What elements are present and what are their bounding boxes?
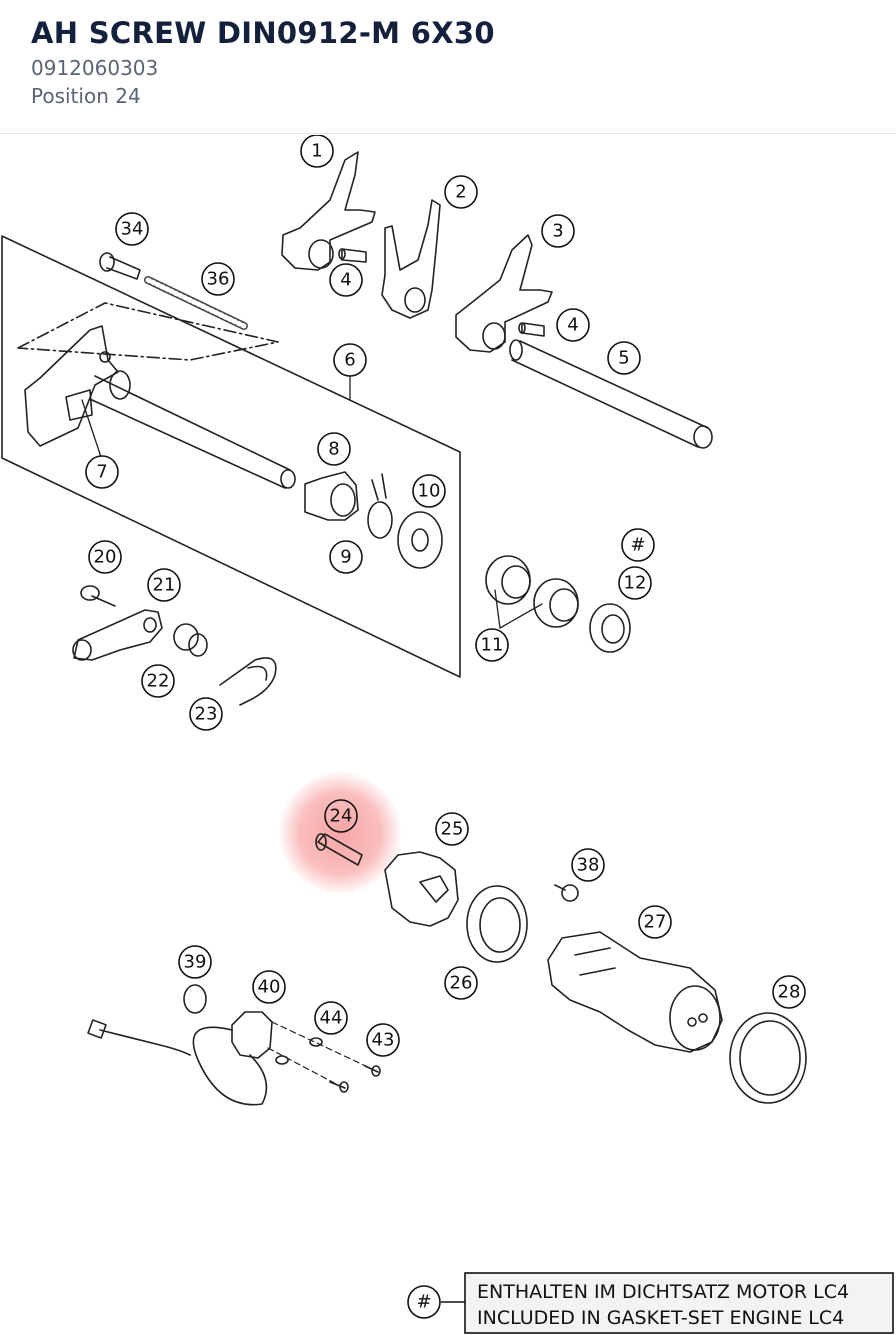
callout-label[interactable]: 39 — [184, 952, 207, 973]
part-25-shift-drum-locator — [384, 851, 459, 927]
part-20-pin — [80, 585, 116, 607]
part-6-shift-shaft — [91, 370, 296, 489]
callout-label[interactable]: 40 — [258, 977, 281, 998]
callout-label[interactable]: 7 — [96, 462, 107, 483]
part-position: Position 24 — [31, 84, 141, 108]
selected-part-highlight — [278, 771, 402, 895]
callouts — [85, 135, 806, 1057]
callout-label[interactable]: 22 — [147, 671, 170, 692]
callout-label[interactable]: 1 — [311, 141, 322, 162]
callout-label[interactable]: 3 — [552, 221, 563, 242]
callout-label[interactable]: 21 — [153, 575, 176, 596]
part-5-fork-rod — [509, 339, 713, 449]
part-44-washer — [309, 1037, 323, 1047]
part-9-spring-clip — [367, 473, 393, 539]
callout-label[interactable]: # — [630, 535, 645, 556]
part-24-screw — [315, 833, 363, 866]
part-23-torsion-spring — [219, 657, 277, 706]
callout-label[interactable]: 9 — [340, 547, 351, 568]
callout-label[interactable]: 12 — [624, 573, 647, 594]
part-43-screw — [275, 1055, 381, 1093]
callout-label[interactable]: 8 — [328, 439, 339, 460]
part-26-bearing — [466, 885, 528, 963]
callout-label[interactable]: 2 — [455, 182, 466, 203]
exploded-parts-diagram: 1 2 3 4 4 5 6 7 8 9 10 # 11 12 20 21 22 … — [1, 135, 894, 1334]
part-11-needle-bearing-a — [485, 555, 531, 605]
part-39-o-ring — [183, 984, 207, 1014]
part-7-selector-plate — [24, 325, 119, 447]
callout-label[interactable]: 27 — [644, 912, 667, 933]
legend-marker: # — [416, 1292, 431, 1313]
part-22-sleeve — [173, 623, 208, 657]
legend-line-de: ENTHALTEN IM DICHTSATZ MOTOR LC4 — [477, 1281, 849, 1303]
part-1-shift-fork — [281, 151, 376, 271]
part-34-bolt — [99, 252, 141, 280]
callout-label[interactable]: 6 — [344, 350, 355, 371]
callout-label[interactable]: 28 — [778, 982, 801, 1003]
callout-label[interactable]: 5 — [618, 348, 629, 369]
part-28-ring — [729, 1012, 807, 1104]
callout-label[interactable]: 20 — [94, 547, 117, 568]
callout-label[interactable]: 38 — [577, 855, 600, 876]
part-header: AH SCREW DIN0912-M 6X30 0912060303 Posit… — [0, 0, 896, 134]
callout-leader-lines — [81, 373, 543, 629]
callout-label[interactable]: 36 — [207, 269, 230, 290]
legend-line-en: INCLUDED IN GASKET-SET ENGINE LC4 — [477, 1307, 844, 1329]
callout-label[interactable]: 25 — [441, 819, 464, 840]
callout-label[interactable]: 43 — [372, 1030, 395, 1051]
part-36-spring — [144, 276, 248, 330]
part-4-pin-b — [518, 322, 545, 337]
callout-label[interactable]: 44 — [320, 1008, 343, 1029]
part-11-needle-bearing-b — [533, 578, 579, 628]
callout-label[interactable]: 10 — [418, 481, 441, 502]
part-8-bushing — [304, 471, 359, 521]
callout-label[interactable]: 34 — [121, 219, 144, 240]
part-40-gear-sensor — [87, 1011, 273, 1106]
part-2-shift-fork — [381, 199, 441, 319]
part-21-lever — [72, 609, 163, 661]
gasket-set-legend: # ENTHALTEN IM DICHTSATZ MOTOR LC4 INCLU… — [407, 1272, 894, 1334]
callout-label[interactable]: 4 — [340, 270, 351, 291]
callout-label-selected[interactable]: 24 — [330, 806, 353, 827]
callout-label[interactable]: 23 — [195, 704, 218, 725]
part-4-pin-a — [338, 248, 367, 263]
part-number: 0912060303 — [31, 56, 159, 80]
shift-shaft-group-frame — [1, 235, 461, 678]
callout-label[interactable]: 4 — [567, 315, 578, 336]
part-3-shift-fork — [455, 234, 553, 353]
part-27-shift-drum — [547, 931, 723, 1053]
part-38-screw — [554, 884, 579, 902]
dashed-inset-frame — [17, 302, 279, 361]
part-title: AH SCREW DIN0912-M 6X30 — [31, 16, 495, 50]
part-10-washer — [397, 511, 443, 569]
callout-label[interactable]: 26 — [450, 973, 473, 994]
mounting-dashlines — [267, 1021, 371, 1087]
part-12-seal — [589, 603, 631, 653]
callout-label[interactable]: 11 — [481, 635, 504, 656]
